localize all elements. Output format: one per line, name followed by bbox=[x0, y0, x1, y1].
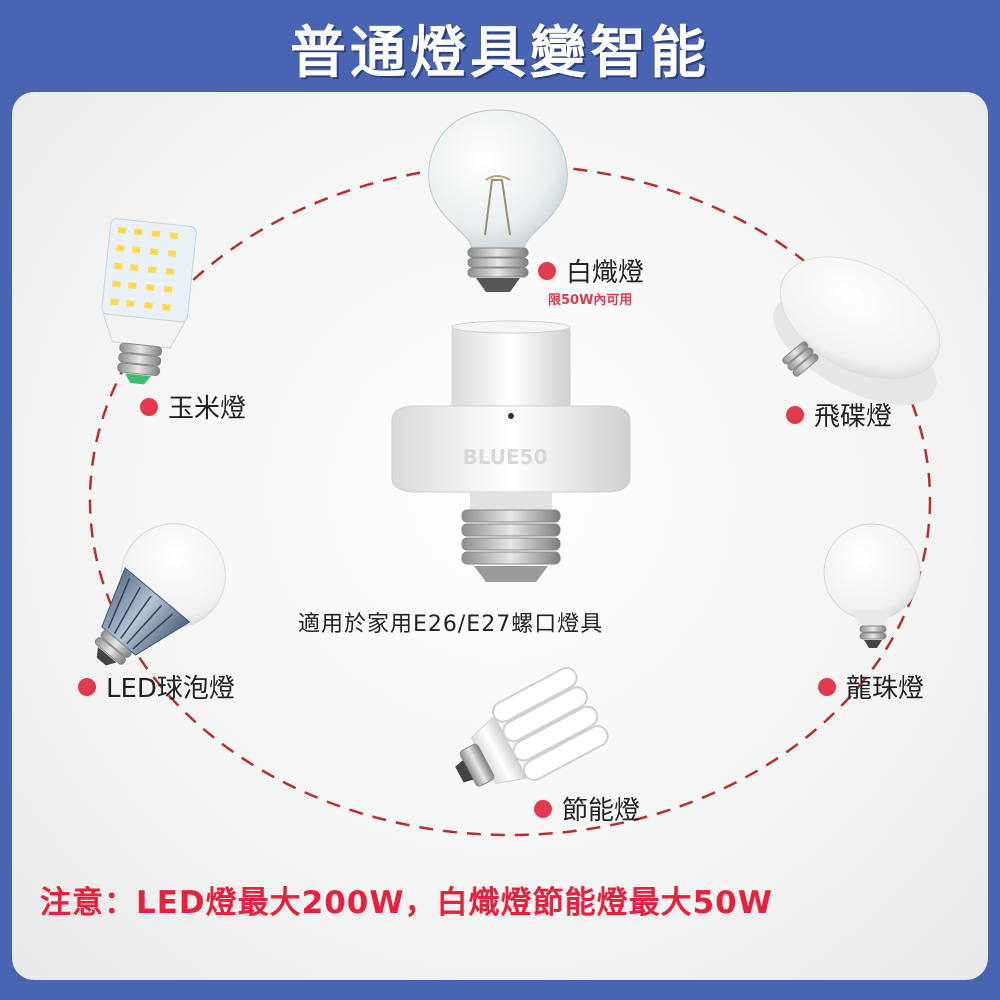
label-incandescent: 白熾燈 bbox=[538, 252, 644, 289]
corn-bulb-image bbox=[101, 218, 197, 385]
incandescent-bulb-image bbox=[428, 109, 568, 292]
bullet-dot bbox=[818, 677, 836, 696]
warning-note: 注意：LED燈最大200W，白熾燈節能燈最大50W bbox=[40, 885, 773, 921]
label-globe-bulb: 龍珠燈 bbox=[818, 668, 924, 705]
label-cfl: 節能燈 bbox=[534, 790, 640, 827]
label-ufo-lamp: 飛碟燈 bbox=[786, 396, 892, 433]
socket-brand: BLUE50 bbox=[462, 445, 547, 469]
bullet-dot bbox=[786, 405, 804, 424]
label-led-bulb: LED球泡燈 bbox=[78, 668, 235, 705]
ufo-lamp-image bbox=[773, 256, 941, 406]
cfl-bulb-image bbox=[455, 666, 609, 787]
led-bulb-image bbox=[94, 523, 226, 666]
bullet-dot bbox=[140, 397, 158, 416]
smart-socket-image: BLUE50 bbox=[391, 320, 631, 582]
compatibility-text: 適用於家用E26/E27螺口燈具 bbox=[298, 612, 604, 637]
globe-bulb-image bbox=[823, 523, 921, 648]
bullet-dot bbox=[78, 677, 96, 696]
page-title: 普通燈具變智能 bbox=[290, 21, 710, 86]
bullet-dot bbox=[534, 799, 552, 818]
incandescent-limit-note: 限50W內可用 bbox=[548, 293, 633, 308]
bullet-dot bbox=[538, 261, 556, 280]
header-banner: 普通燈具變智能 bbox=[0, 0, 1000, 88]
label-corn-bulb: 玉米燈 bbox=[140, 388, 246, 425]
